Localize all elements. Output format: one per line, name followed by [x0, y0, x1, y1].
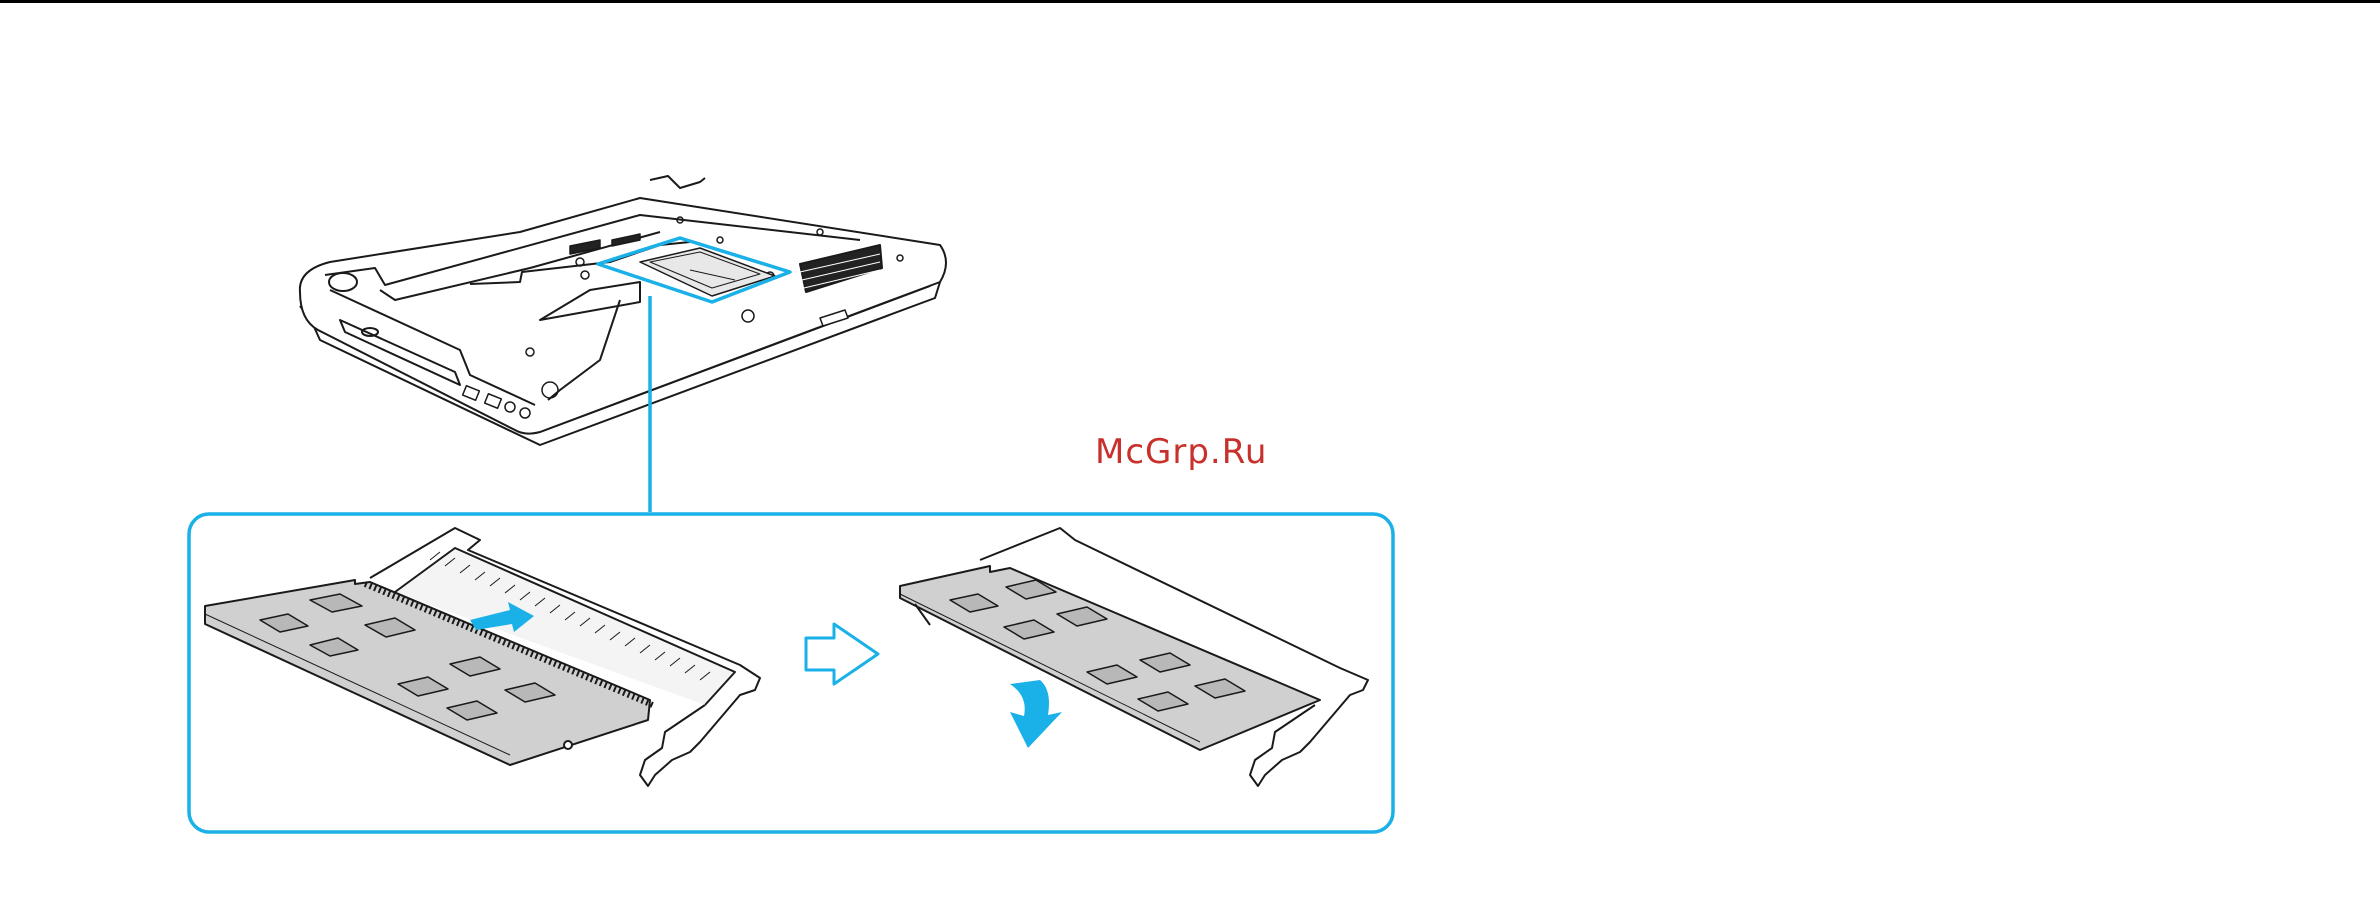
laptop-underside-illustration [300, 176, 946, 445]
push-down-arrow-icon [1010, 680, 1062, 748]
memory-module-seated-illustration [900, 528, 1368, 786]
outline-arrow-right-icon [806, 624, 878, 684]
memory-module-insert-illustration [205, 528, 760, 786]
watermark-text: McGrp.Ru [1095, 432, 1267, 472]
